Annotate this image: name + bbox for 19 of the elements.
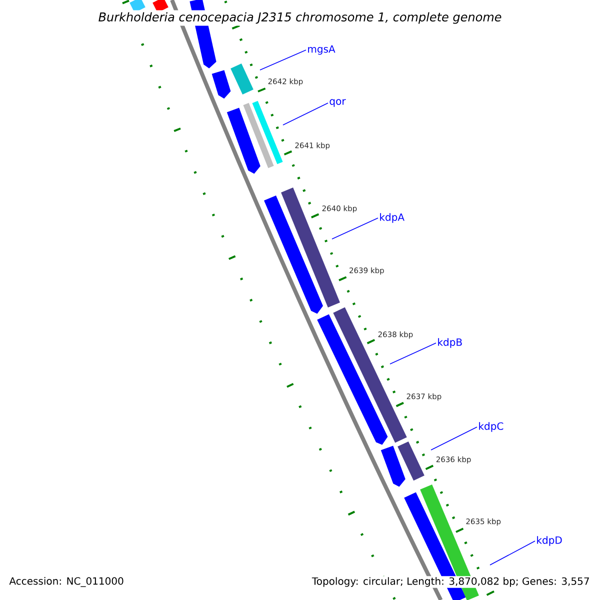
gene-bar <box>398 441 424 481</box>
leader-line <box>282 102 328 126</box>
gene-label: kdpB <box>438 338 462 348</box>
leader-line <box>332 218 378 240</box>
title: Burkholderia cenocepacia J2315 chromosome 1, complete genome <box>96 10 504 26</box>
gene-label: kdpC <box>479 422 504 432</box>
gene-bar <box>230 64 254 94</box>
accession-text: Accession: NC_011000 <box>8 576 125 588</box>
leader-line <box>490 540 536 566</box>
gene-label: kdpD <box>537 536 562 546</box>
leader-line <box>390 342 436 364</box>
gene-bar <box>252 100 283 164</box>
gene-label: mgsA <box>308 45 336 55</box>
gene-bar <box>281 188 340 308</box>
gene-label: qor <box>330 99 346 107</box>
leader-line <box>260 50 306 70</box>
summary-text: Topology: circular; Length: 3,870,082 bp; Genes: 3,557 <box>310 576 591 588</box>
leader-line <box>430 426 478 450</box>
gene-label: kdpA <box>380 213 404 223</box>
